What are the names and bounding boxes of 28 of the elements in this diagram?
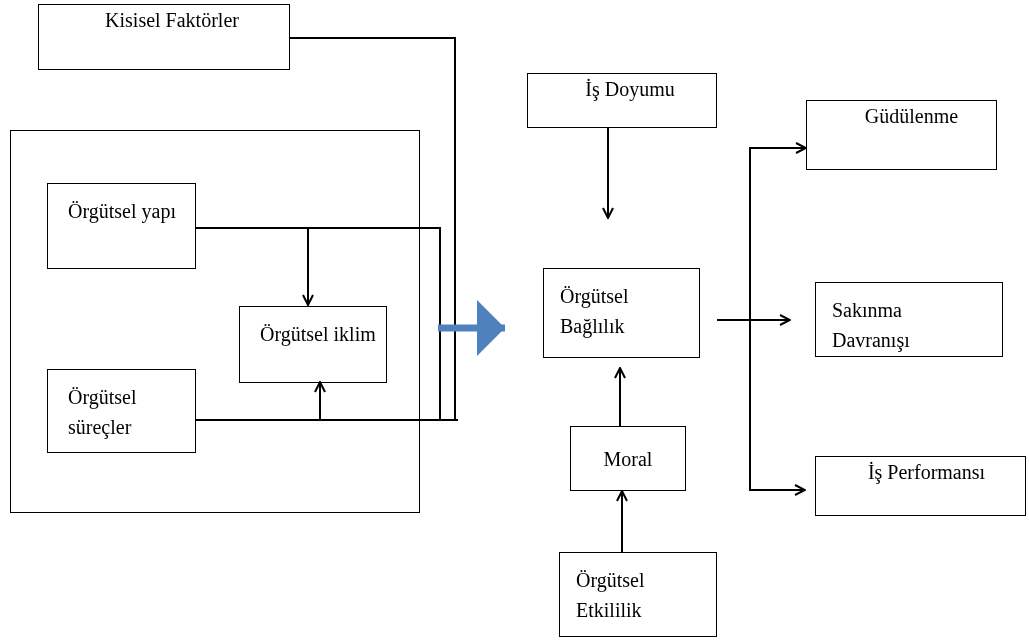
arrow	[716, 319, 806, 496]
concept-box	[570, 426, 686, 491]
group-frame	[10, 130, 420, 513]
arrow	[616, 490, 628, 553]
box-label: Kisisel Faktörler	[105, 8, 239, 33]
connector-line	[289, 37, 456, 421]
concept-box	[815, 456, 1026, 516]
concept-box	[47, 369, 196, 453]
arrow	[602, 127, 614, 219]
concept-box	[815, 282, 1003, 357]
concept-box	[239, 306, 387, 383]
arrow	[614, 367, 626, 427]
box-label: İş Doyumu	[585, 77, 675, 103]
box-label: Örgütsel Bağlılık	[560, 284, 630, 340]
concept-box	[559, 552, 717, 637]
box-label: Örgütsel Etkililik	[576, 568, 646, 623]
concept-box	[806, 100, 997, 170]
box-label: Örgütsel iklim	[260, 322, 376, 348]
box-label: Sakınma Davranışı	[832, 298, 911, 354]
box-label: Güdülenme	[864, 104, 959, 129]
box-label: Moral	[603, 446, 653, 472]
concept-box	[527, 73, 717, 128]
box-label: İş Performansı	[867, 460, 986, 486]
box-label: Örgütsel süreçler	[68, 385, 138, 441]
concept-box	[543, 268, 700, 358]
concept-box	[47, 183, 196, 269]
box-label: Örgütsel yapı	[68, 199, 176, 225]
concept-box	[38, 4, 290, 70]
